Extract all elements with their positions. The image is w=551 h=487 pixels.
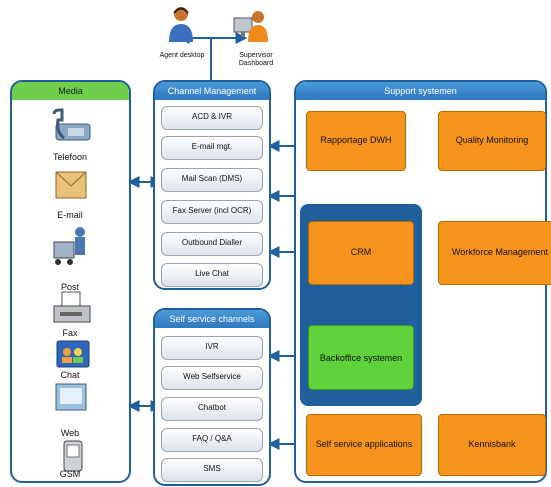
workforce-management-box: Workforce Management	[438, 221, 551, 285]
media-item-email: E-mail	[57, 210, 83, 220]
agent-desktop-icon	[166, 4, 196, 44]
chat-icon	[56, 340, 90, 368]
support-systemen-title: Support systemen	[296, 82, 545, 100]
backoffice-systemen-box: Backoffice systemen	[308, 325, 414, 390]
channel-management-title: Channel Management	[155, 82, 269, 100]
crm-box: CRM	[308, 221, 414, 285]
quality-monitoring-box: Quality Monitoring	[438, 111, 546, 171]
fax-icon	[50, 290, 94, 326]
media-panel-title: Media	[12, 82, 129, 100]
selfservice-item-chatbot: Chatbot	[161, 397, 263, 421]
selfservice-item-faq: FAQ / Q&A	[161, 428, 263, 452]
gsm-icon	[62, 440, 84, 472]
telephone-icon	[50, 108, 94, 144]
media-item-fax: Fax	[62, 328, 78, 338]
channel-item-acd-ivr: ACD & IVR	[161, 106, 263, 130]
channel-item-outbound-dialler: Outbound Dialler	[161, 232, 263, 256]
media-item-chat: Chat	[60, 370, 80, 380]
channel-item-email-mgt: E-mail mgt.	[161, 136, 263, 160]
supervisor-dashboard-label: Supervisor Dashboard	[238, 52, 274, 68]
email-icon	[52, 166, 92, 202]
media-item-post: Post	[60, 282, 79, 292]
channel-management-panel: Channel Management ACD & IVR E-mail mgt.…	[153, 80, 271, 290]
selfservice-item-web-selfservice: Web Selfservice	[161, 366, 263, 390]
media-item-gsm: GSM	[59, 469, 81, 479]
post-icon	[50, 224, 94, 266]
self-service-panel: Self service channels IVR Web Selfservic…	[153, 308, 271, 486]
selfservice-item-ivr: IVR	[161, 336, 263, 360]
agent-desktop-label: Agent desktop	[159, 52, 205, 59]
self-service-title: Self service channels	[155, 310, 269, 328]
web-icon	[54, 382, 92, 416]
selfservice-item-sms: SMS	[161, 458, 263, 482]
self-service-applications-box: Self service applications	[306, 414, 422, 476]
channel-item-live-chat: Live Chat	[161, 263, 263, 287]
rapportage-dwh-box: Rapportage DWH	[306, 111, 406, 171]
channel-item-fax-server: Fax Server (incl OCR)	[161, 200, 263, 224]
channel-item-mail-scan: Mail Scan (DMS)	[161, 168, 263, 192]
media-item-telefoon: Telefoon	[52, 152, 88, 162]
media-item-web: Web	[60, 428, 80, 438]
kennisbank-box: Kennisbank	[438, 414, 546, 476]
media-panel: Media Telefoon E-mail Post	[10, 80, 131, 483]
supervisor-dashboard-icon	[232, 8, 270, 44]
